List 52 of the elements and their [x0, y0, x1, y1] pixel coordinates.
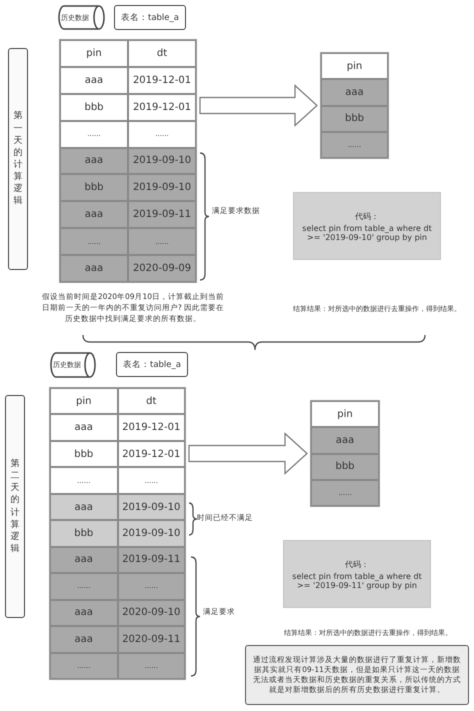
table-cell: 2019-09-11	[128, 201, 196, 228]
table-cell: 2020-09-11	[118, 626, 185, 653]
code-panel	[293, 192, 441, 260]
section-label: 第一天的计算逻辑	[8, 48, 28, 270]
table-name-box: 表名：table_a	[114, 5, 186, 30]
table-cell: aaa	[321, 79, 388, 106]
header-cell: pin	[50, 388, 118, 414]
table-name-box: 表名：table_a	[116, 352, 188, 377]
code-heading: 代码：	[345, 558, 369, 570]
table-cell: bbb	[321, 106, 388, 132]
table-cell: 2019-09-11	[118, 546, 185, 574]
header-cell: dt	[128, 40, 196, 67]
block-arrow	[188, 432, 308, 475]
data-table	[310, 400, 380, 507]
code-text: select pin from table_a where dt >= '2019-09-10' group by pin	[302, 224, 432, 242]
table-cell: 2019-12-01	[128, 94, 196, 121]
data-table	[49, 387, 186, 680]
header-cell: pin	[321, 53, 388, 80]
table-cell: aaa	[311, 427, 379, 454]
code-heading: 代码：	[355, 210, 379, 222]
table-cell: aaa	[60, 201, 128, 228]
data-table	[59, 39, 197, 283]
table-cell: 2019-12-01	[118, 440, 185, 468]
table-cell: bbb	[50, 520, 118, 547]
table-cell: aaa	[50, 600, 118, 626]
table-cell: aaa	[50, 626, 118, 653]
table-cell: aaa	[60, 148, 128, 174]
header-cell: pin	[311, 401, 379, 428]
table-cell: bbb	[60, 174, 128, 202]
table-cell: 2019-09-10	[118, 494, 185, 520]
table-cell: aaa	[50, 546, 118, 574]
table-cell: 2020-09-10	[118, 600, 185, 626]
table-cell: 2020-09-09	[128, 255, 196, 282]
table-cell: 2019-09-10	[128, 148, 196, 174]
code-panel	[283, 540, 431, 608]
code-text: select pin from table_a where dt >= '2019-09-11' group by pin	[292, 572, 422, 590]
table-cell: 2019-09-10	[128, 174, 196, 202]
table-cell: aaa	[50, 494, 118, 520]
data-table	[320, 52, 389, 159]
table-cell: 2019-09-10	[118, 520, 185, 547]
header-cell: pin	[60, 40, 128, 67]
table-cell: bbb	[311, 454, 379, 480]
table-cell: aaa	[60, 66, 128, 94]
header-cell: dt	[118, 388, 185, 414]
table-cell: bbb	[50, 440, 118, 468]
section-label: 第二天的计算逻辑	[5, 395, 25, 618]
table-cell: aaa	[50, 414, 118, 441]
table-cell: 2019-12-01	[118, 414, 185, 441]
table-cell: 2019-12-01	[128, 66, 196, 94]
table-cell: aaa	[60, 255, 128, 282]
block-arrow	[199, 84, 318, 127]
table-cell: bbb	[60, 94, 128, 121]
